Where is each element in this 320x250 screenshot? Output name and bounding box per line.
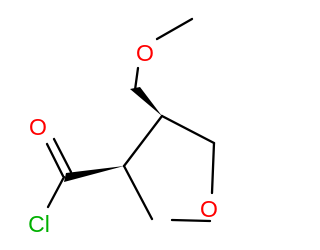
atom-label-carbonyl-oxygen: O (29, 114, 47, 140)
atom-label-methoxy-oxygen: O (136, 40, 154, 66)
bond-c5-ring-oxygen (210, 141, 216, 195)
bond-c3-c4 (122, 114, 164, 168)
bond-c4-c5 (160, 114, 216, 145)
bond-carbonyl-double-a (45, 142, 65, 178)
bond-c2-c3 (122, 164, 154, 221)
bond-carbonyl-double-b (52, 137, 73, 174)
atom-label-chlorine: Cl (28, 211, 50, 237)
wedge-bond-c4-methoxy (130, 87, 162, 116)
bond-methoxy-oxygen-c4 (133, 66, 140, 92)
bond-ring-oxygen-c2 (170, 218, 212, 223)
bond-carbonyl-chlorine (46, 175, 66, 209)
atom-label-ring-oxygen: O (200, 196, 218, 222)
bond-methyl-methoxy-oxygen (155, 17, 194, 41)
wedge-bond-c3-carbonyl (64, 166, 124, 182)
chemical-structure-diagram: O O Cl O (28, 17, 218, 237)
